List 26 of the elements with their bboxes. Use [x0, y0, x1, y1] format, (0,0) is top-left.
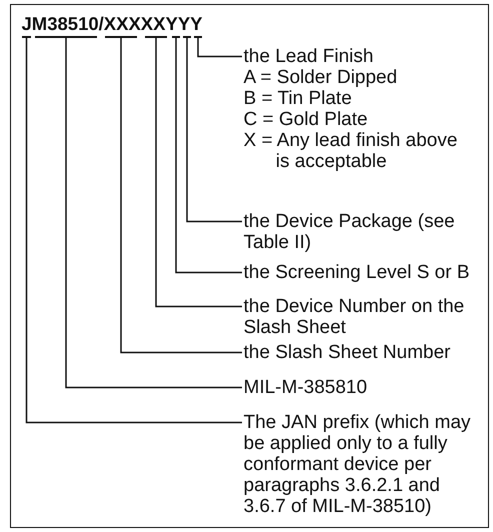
code-definition: B = Tin Plate	[244, 88, 353, 108]
part-number-heading: JM38510/XXXXXYYY	[22, 14, 202, 34]
description-text: the Slash Sheet Number	[244, 342, 486, 362]
description-text: the Lead Finish	[244, 46, 374, 66]
description-text: the Device Package (see Table II)	[244, 210, 486, 252]
leader-line	[186, 38, 242, 222]
underline-bar	[182, 36, 190, 38]
underline-bar	[144, 36, 166, 38]
leader-line	[65, 38, 242, 388]
description-text: The JAN prefix (which may be applied only to a fully conformant device per paragraphs 3.6.2.1 and 3.6.7 of MIL-M-38510)	[244, 412, 486, 516]
leader-line	[155, 38, 242, 308]
underline-bar	[104, 36, 136, 38]
underline-bar	[34, 36, 96, 38]
code-definition: A = Solder Dipped	[244, 66, 398, 88]
description-text: MIL-M-385810	[244, 376, 486, 398]
underline-bar	[194, 36, 202, 38]
leader-line	[26, 38, 242, 424]
leader-line	[120, 38, 242, 354]
description-text: the Screening Level S or B	[244, 262, 486, 282]
code-definition: C = Gold Plate	[244, 108, 369, 130]
code-definition: X = Any lead finish above is acceptable	[244, 130, 458, 172]
underline-bar	[22, 36, 30, 38]
leader-line	[175, 38, 242, 274]
underline-bar	[172, 36, 180, 38]
frame-border	[10, 4, 489, 528]
leader-line	[197, 38, 242, 58]
